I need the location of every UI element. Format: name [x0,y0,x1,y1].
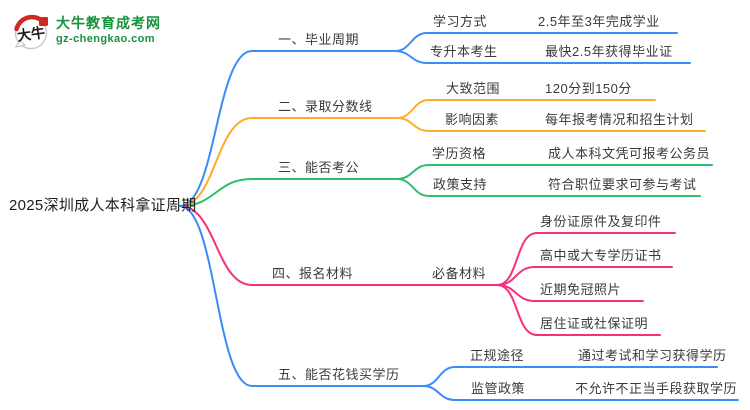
subtopic-policy: 政策支持 [433,177,488,192]
leaf-position-require: 符合职位要求可参与考试 [548,177,697,192]
branch-5-label: 五、能否花钱买学历 [278,367,400,382]
leaf-id-card: 身份证原件及复印件 [540,214,662,229]
branch-3-label: 三、能否考公 [278,160,360,175]
branch-4-lines [179,205,676,336]
leaf-no-improper-means: 不允许不正当手段获取学历 [575,381,738,396]
branch-2-label: 二、录取分数线 [278,99,373,114]
logo-text-block: 大牛教育成考网 gz-chengkao.com [56,12,161,46]
subtopic-materials: 必备材料 [432,266,487,281]
subtopic-qualification: 学历资格 [432,146,487,161]
subtopic-study-mode: 学习方式 [433,14,488,29]
leaf-score-range: 120分到150分 [545,81,632,96]
subtopic-rough-range: 大致范围 [446,81,501,96]
subtopic-regulation: 监管政策 [471,381,526,396]
leaf-score-factors: 每年报考情况和招生计划 [545,112,694,127]
root-node: 2025深圳成人本科拿证周期 [9,197,197,214]
subtopic-formal-way: 正规途径 [470,348,525,363]
leaf-civil-service-ok: 成人本科文凭可报考公务员 [548,146,711,161]
leaf-earn-by-exam: 通过考试和学习获得学历 [578,348,727,363]
branch-3-lines [179,164,713,207]
site-logo[interactable]: 大牛 大牛教育成考网 gz-chengkao.com [12,12,161,52]
branch-2-lines [179,99,706,207]
subtopic-upgrade-exam: 专升本考生 [430,44,498,59]
leaf-fastest-diploma: 最快2.5年获得毕业证 [545,44,673,59]
logo-site-url: gz-chengkao.com [56,33,155,45]
leaf-study-duration: 2.5年至3年完成学业 [538,14,660,29]
subtopic-factors: 影响因素 [445,112,500,127]
leaf-photo: 近期免冠照片 [540,282,622,297]
leaf-diploma-cert: 高中或大专学历证书 [540,248,662,263]
branch-1-label: 一、毕业周期 [278,32,360,47]
svg-text:大牛: 大牛 [16,24,46,44]
logo-site-name: 大牛教育成考网 [56,15,161,31]
branch-1-lines [179,32,691,207]
logo-badge-icon: 大牛 [12,12,52,52]
branch-5-lines [179,205,739,401]
leaf-residence-proof: 居住证或社保证明 [540,316,649,331]
branch-4-label: 四、报名材料 [272,266,354,281]
